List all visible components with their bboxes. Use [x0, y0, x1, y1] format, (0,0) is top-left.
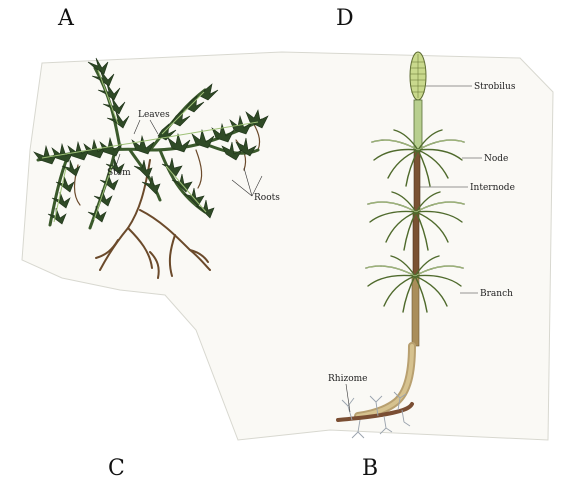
- strobilus: [410, 52, 426, 100]
- label-node: Node: [484, 154, 508, 164]
- label-strobilus: Strobilus: [474, 82, 516, 92]
- label-branch: Branch: [480, 289, 513, 299]
- paper-panel: [22, 52, 553, 440]
- label-internode: Internode: [470, 183, 515, 193]
- label-roots: Roots: [254, 193, 280, 203]
- label-rhizome: Rhizome: [328, 374, 367, 384]
- label-leaves: Leaves: [138, 110, 170, 120]
- label-stem: Stem: [107, 168, 131, 178]
